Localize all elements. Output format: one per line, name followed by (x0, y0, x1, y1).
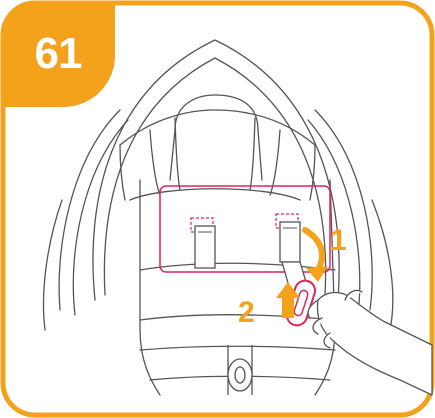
step-number: 61 (22, 26, 94, 82)
left-strap-slot (191, 218, 215, 268)
annotation-1: 1 (330, 224, 347, 257)
seat-back (140, 95, 335, 395)
annotation-2: 2 (238, 296, 255, 329)
crotch-buckle (228, 345, 252, 395)
